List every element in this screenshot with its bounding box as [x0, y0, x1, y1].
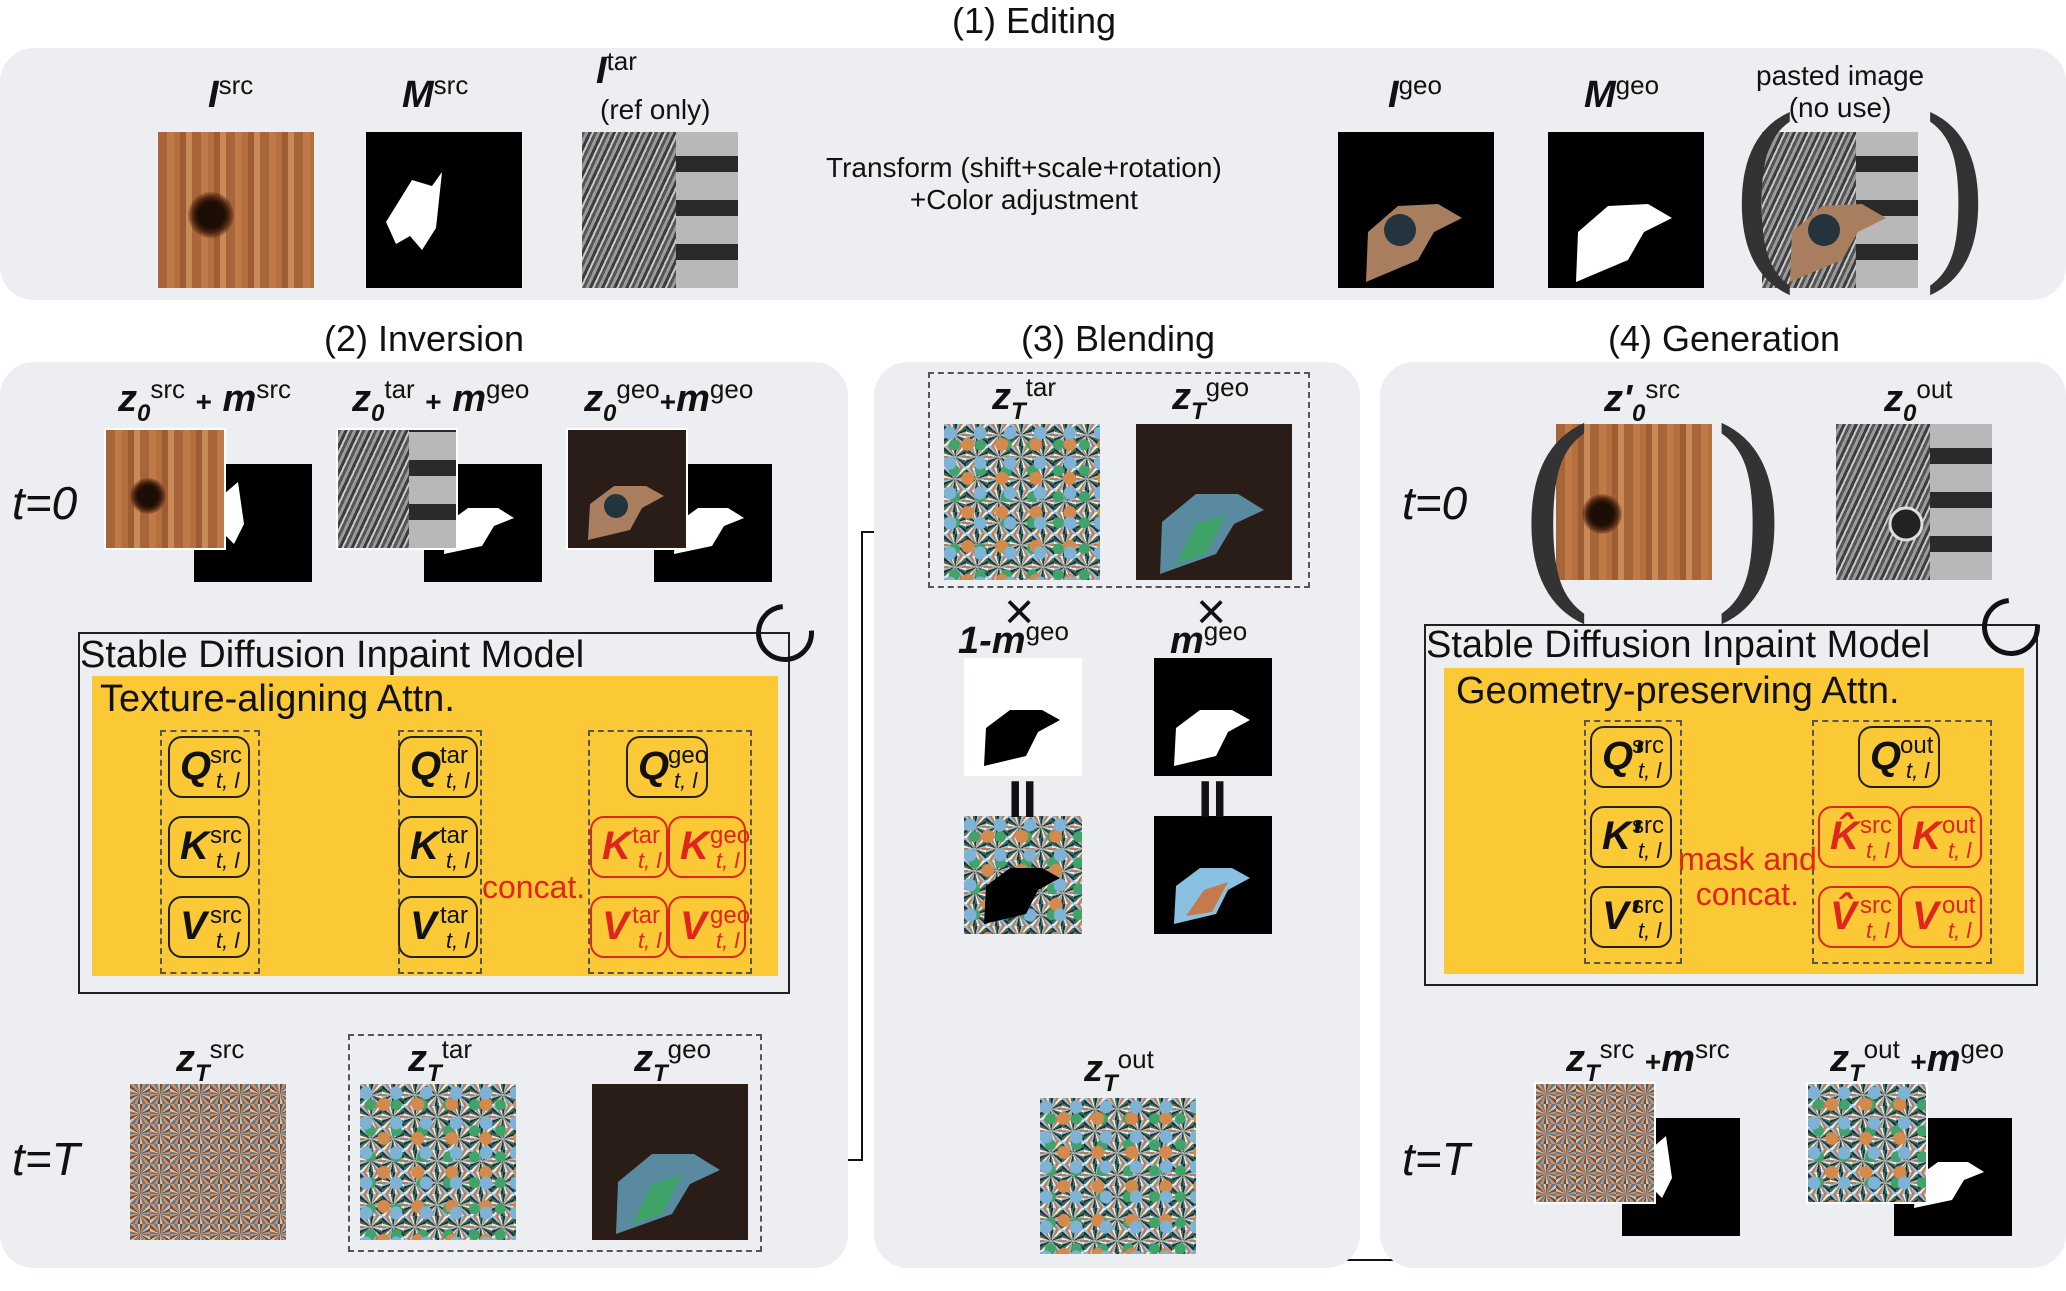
inv-attention-title: Texture-aligning Attn.	[100, 678, 455, 720]
inv-z0-src	[104, 428, 226, 550]
i-src-label: Isrc	[208, 70, 254, 116]
inv-out1-label: zTsrc	[176, 1034, 245, 1087]
inv-out3-label: zTgeo	[634, 1034, 712, 1087]
gen-z0-out	[1836, 424, 1992, 580]
gen-sd-model	[1424, 624, 2038, 986]
gen-z0-out-label: z0out	[1884, 374, 1953, 427]
inv-concat-label: concat.	[482, 869, 586, 905]
gen-t0-label: t=0	[1402, 477, 1468, 529]
m-geo-label: Mgeo	[1584, 70, 1660, 116]
source-mask-image	[366, 132, 522, 288]
blend-inverse-mask	[964, 658, 1082, 776]
pasted-image-label: pasted image(no use)	[1756, 60, 1925, 124]
gen-zT-src	[1534, 1082, 1656, 1204]
gen-attention-title: Geometry-preserving Attn.	[1456, 670, 1900, 712]
blend-times-left: ×	[1004, 583, 1035, 641]
m-src-label: Msrc	[402, 70, 469, 116]
inv-out-group	[348, 1034, 762, 1252]
inv-sd-title: Stable Diffusion Inpaint Model	[80, 634, 585, 676]
inv-input3-label: z0geo+mgeo	[584, 374, 754, 427]
ref-only-note: (ref only)	[600, 94, 711, 125]
inv-input2-label: z0tar + mgeo	[352, 374, 530, 427]
pasted-image	[1762, 132, 1918, 288]
blending-title: (3) Blending	[1020, 318, 1216, 359]
inv-zT-geo	[592, 1084, 748, 1240]
blend-zT-tar	[944, 424, 1100, 580]
inv-tT-label: t=T	[12, 1133, 80, 1185]
inv-geo-tokens-group	[588, 730, 752, 974]
editing-panel	[0, 48, 2066, 300]
blend-m-geo-label: mgeo	[1170, 616, 1248, 662]
blend-equals-right: II	[1198, 771, 1227, 829]
right-paren: )	[1916, 79, 1995, 312]
gen-attention-block	[1444, 668, 2024, 974]
left-paren: (	[1726, 79, 1805, 312]
generation-title: (4) Generation	[1607, 318, 1841, 359]
blend-masked-tar	[964, 816, 1082, 934]
blend-zT-geo	[1136, 424, 1292, 580]
inv-z0-tar	[336, 428, 458, 550]
editing-title: (1) Editing	[951, 0, 1117, 41]
geo-image	[1338, 132, 1494, 288]
blend-top-group	[928, 372, 1310, 588]
gen-sd-title: Stable Diffusion Inpaint Model	[1426, 624, 1931, 666]
inv-out2-label: zTtar	[408, 1034, 473, 1087]
i-tar-label: Itar	[596, 46, 637, 92]
inv-t0-label: t=0	[12, 477, 78, 529]
gen-z0-src-label: z'0src	[1604, 374, 1681, 427]
blend-times-right: ×	[1196, 583, 1227, 641]
gen-input1-label: zTsrc +msrc	[1566, 1034, 1730, 1087]
inv-input1-label: z0src + msrc	[118, 374, 291, 427]
target-gear-image	[582, 132, 738, 288]
blend-zT-geo-label: zTgeo	[1172, 372, 1250, 425]
i-geo-label: Igeo	[1388, 70, 1442, 116]
blend-one-minus-m-label: 1-mgeo	[958, 616, 1069, 662]
blend-zT-out-label: zTout	[1084, 1044, 1154, 1097]
gen-z0-src	[1556, 424, 1712, 580]
blend-equals-left: II	[1008, 771, 1037, 829]
gen-left-paren: (	[1514, 386, 1600, 642]
inversion-title: (2) Inversion	[323, 318, 525, 359]
blend-zT-out	[1040, 1098, 1196, 1254]
gen-tT-label: t=T	[1402, 1133, 1470, 1185]
source-wood-image	[158, 132, 314, 288]
blend-masked-geo	[1154, 816, 1272, 934]
gen-src-tokens-group	[1584, 720, 1682, 964]
inv-zT-src	[130, 1084, 286, 1240]
blend-mask	[1154, 658, 1272, 776]
gen-zT-out	[1806, 1082, 1928, 1204]
inv-z0-geo	[566, 428, 688, 550]
gen-right-paren: )	[1706, 386, 1792, 642]
inv-zT-tar	[360, 1084, 516, 1240]
gen-input2-label: zTout +mgeo	[1830, 1034, 2004, 1087]
geo-mask-image	[1548, 132, 1704, 288]
inv-sd-model	[78, 632, 790, 994]
blend-zT-tar-label: zTtar	[992, 372, 1057, 425]
inv-src-tokens-group	[160, 730, 260, 974]
transform-label: Transform (shift+scale+rotation)+Color a…	[826, 152, 1222, 216]
